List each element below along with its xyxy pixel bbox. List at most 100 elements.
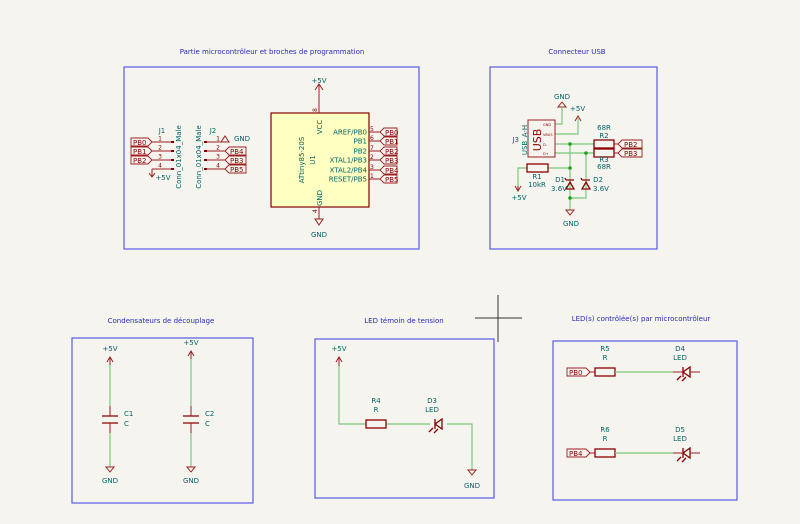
d2-zener[interactable]: D2 3.6V (580, 176, 609, 193)
global-label[interactable]: PB0 (130, 137, 153, 147)
r3-resistor[interactable]: R3 68R (593, 148, 615, 171)
global-label[interactable]: PB4 (566, 448, 591, 458)
component-ref: J2 (209, 127, 217, 135)
pin-number: 4 (216, 163, 220, 170)
ground-icon (314, 218, 324, 226)
component-value: R (374, 406, 379, 414)
power-label: +5V (570, 105, 585, 113)
global-label[interactable]: PB5 (379, 174, 398, 184)
pin-name: PB1 (354, 138, 367, 146)
component-value: Conn_01x04_Male (195, 125, 203, 189)
global-label[interactable]: PB1 (130, 146, 153, 156)
ground-icon (185, 466, 197, 473)
component-ref: R5 (600, 345, 609, 353)
pin-number: 7 (370, 145, 374, 152)
global-label[interactable]: PB2 (130, 155, 153, 165)
global-label[interactable]: PB5 (224, 164, 247, 174)
pin-number: 4 (312, 209, 319, 213)
component-ref: J3 (511, 136, 519, 144)
power-label: +5V (102, 345, 117, 353)
power-5v-icon (574, 115, 582, 122)
pin-number: 1 (370, 173, 374, 180)
crosshair-cursor (475, 295, 522, 342)
power-label: GND (464, 482, 480, 490)
net-label: PB4 (230, 148, 244, 156)
component-value: C (124, 420, 129, 428)
net-label: PB4 (569, 450, 583, 458)
r4-resistor[interactable]: R4 R (365, 397, 387, 429)
section-title: LED témoin de tension (364, 317, 443, 325)
global-label[interactable]: PB0 (379, 127, 398, 137)
component-value: 3.6V (551, 185, 567, 193)
component-value: 3.6V (593, 185, 609, 193)
resistor[interactable]: R5R (594, 345, 616, 377)
power-label: +5V (155, 174, 170, 182)
net-label: PB2 (624, 141, 637, 149)
pin-number: 6 (370, 135, 374, 142)
section-title: Condensateurs de découplage (108, 317, 215, 325)
component-value: Conn_01x04_Male (175, 125, 183, 189)
global-label[interactable]: PB1 (379, 136, 398, 146)
component-ref: C2 (205, 410, 214, 418)
section-title: LED(s) contrôlée(s) par microcontrôleur (572, 315, 711, 323)
global-label[interactable]: PB0 (566, 367, 591, 377)
ground-icon (466, 469, 478, 476)
component-ref: J1 (158, 127, 166, 135)
global-label[interactable]: PB4 (224, 146, 247, 156)
power-5v-icon (106, 356, 114, 365)
section-frame (123, 66, 420, 250)
resistor[interactable]: R6R (594, 426, 616, 458)
pin-number: 1 (216, 136, 220, 143)
net-label: PB0 (133, 139, 146, 147)
j3-usb-connector[interactable]: USB USB_A-H J3 GND VBUS D- D+ (511, 119, 556, 158)
component-value: LED (673, 354, 687, 362)
component-ref: D5 (675, 426, 685, 434)
pin-name: VCC (316, 120, 324, 135)
power-label: +5V (183, 339, 198, 347)
component-value: USB_A-H (521, 125, 529, 155)
d1-zener[interactable]: D1 3.6V (551, 176, 576, 193)
pin-name: GND (543, 123, 551, 127)
power-label: GND (183, 477, 199, 485)
component-value: 10kR (528, 181, 546, 189)
r1-resistor[interactable]: R1 10kR (526, 163, 549, 189)
component-ref: D3 (427, 397, 437, 405)
pin-name: AREF/PB0 (333, 129, 367, 137)
power-label: GND (311, 231, 327, 239)
pin-name: RESET/PB5 (329, 176, 367, 184)
component-value: 68R (597, 124, 611, 132)
net-label: PB2 (385, 148, 398, 156)
component-ref: R3 (599, 156, 608, 164)
pin-number: 5 (370, 126, 374, 133)
global-label-pb2[interactable]: PB2 (617, 139, 643, 149)
net-label: PB1 (133, 148, 146, 156)
component-ref: D1 (555, 176, 565, 184)
net-label: PB3 (624, 150, 637, 158)
global-label[interactable]: PB2 (379, 146, 398, 156)
global-label[interactable]: PB3 (224, 155, 247, 165)
section-mcu-leds: LED(s) contrôlée(s) par microcontrôleur … (552, 315, 738, 501)
r2-resistor[interactable]: 68R R2 (593, 124, 615, 149)
net-label: PB5 (385, 176, 398, 184)
global-label-pb3[interactable]: PB3 (617, 148, 643, 158)
d3-led[interactable]: D3 LED (425, 397, 443, 434)
section-frame (489, 66, 658, 250)
global-label[interactable]: PB3 (379, 155, 398, 165)
u1-attiny85[interactable]: +5V 8 VCC GND 4 GND ATtiny85-20S U1 (270, 77, 370, 239)
component-ref: C1 (124, 410, 133, 418)
global-label[interactable]: PB4 (379, 165, 399, 175)
pin-name: PB2 (354, 148, 367, 156)
section-frame (552, 340, 738, 501)
pin-name: XTAL1/PB3 (330, 157, 367, 165)
net-label: PB3 (230, 157, 243, 165)
power-5v-icon (187, 350, 195, 359)
